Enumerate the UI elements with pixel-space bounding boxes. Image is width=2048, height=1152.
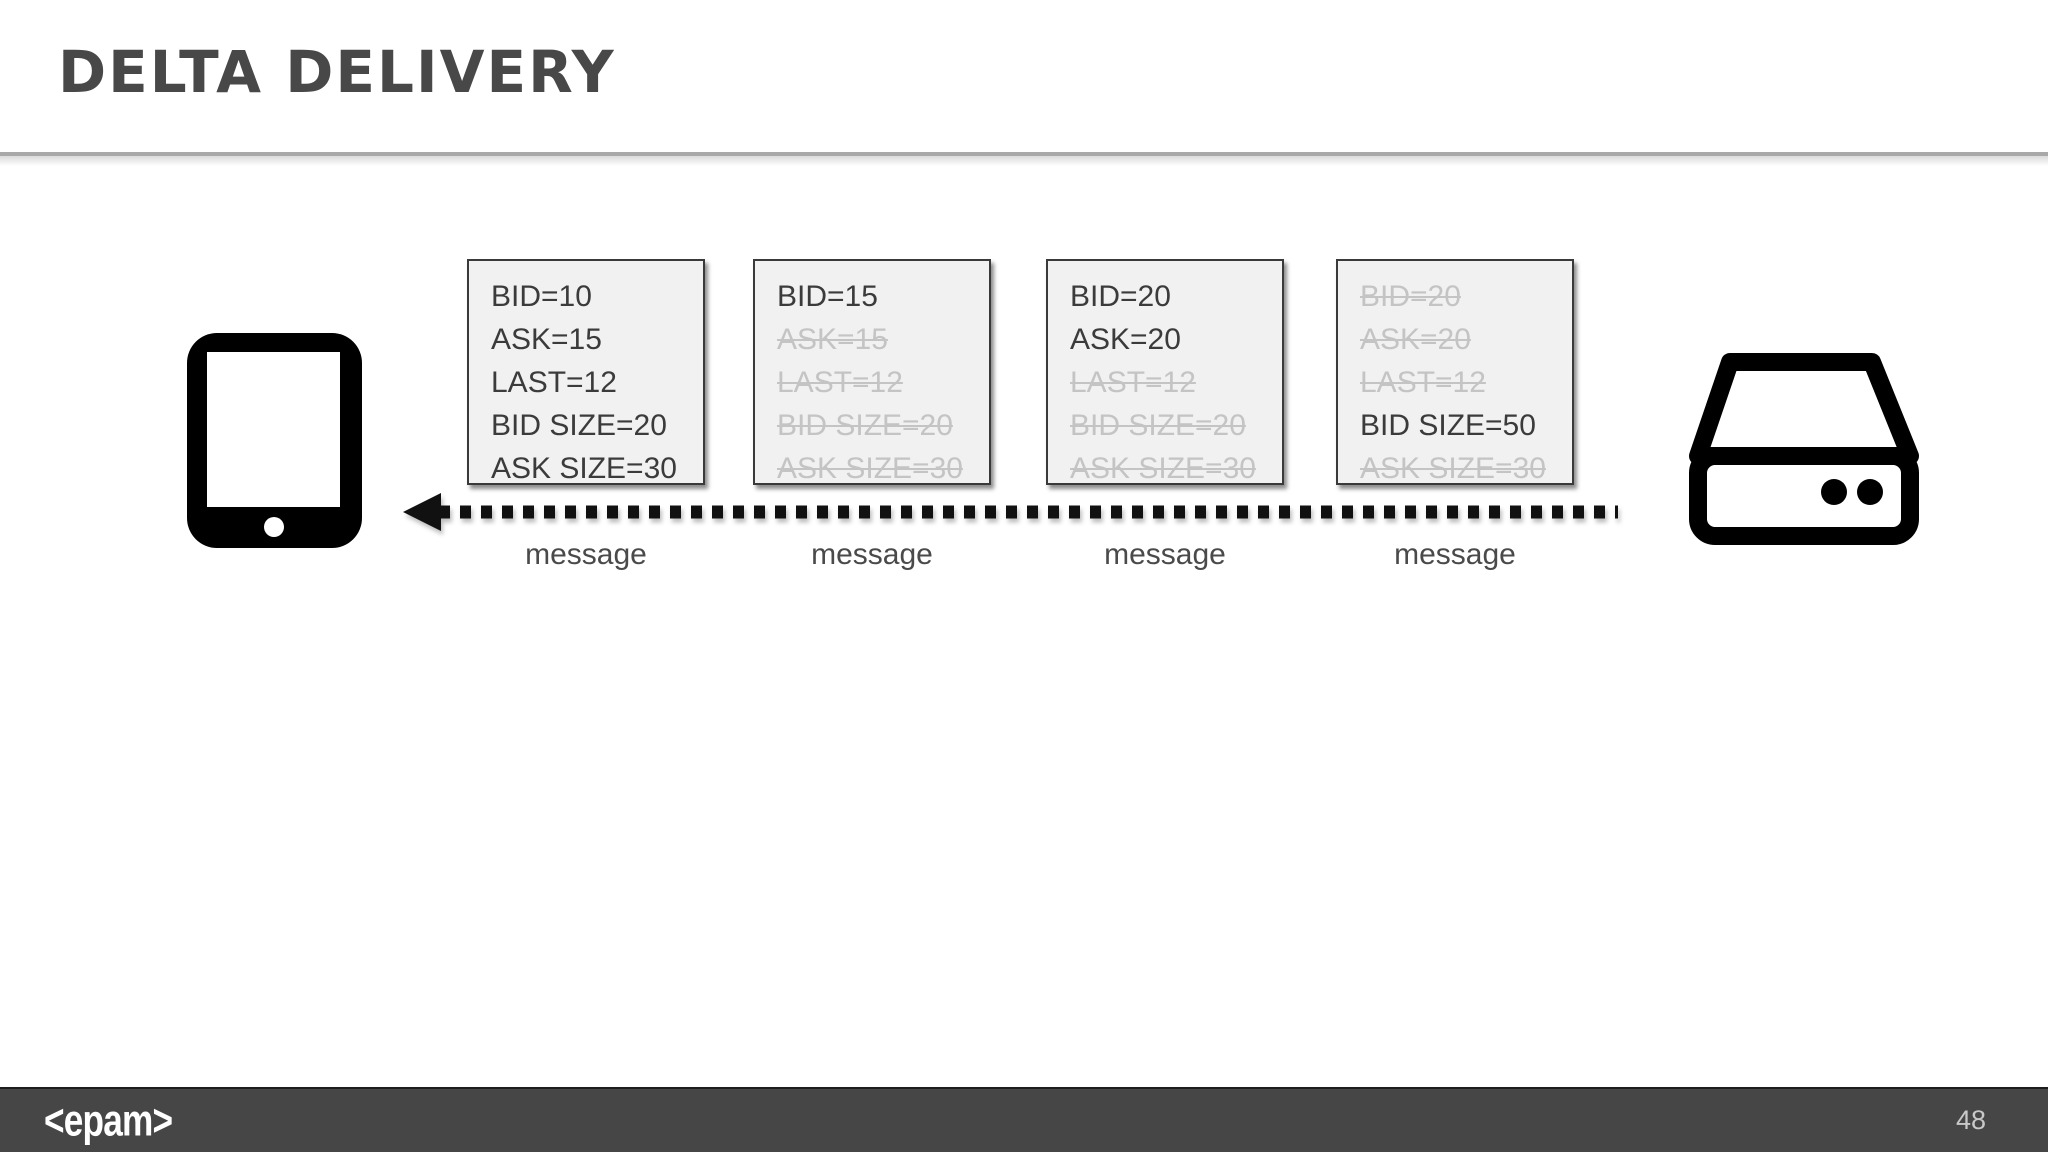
message-field: LAST=12: [1360, 366, 1486, 399]
message-field: ASK=15: [491, 323, 602, 356]
message-field: ASK=20: [1070, 323, 1181, 356]
message-field: ASK SIZE=30: [491, 452, 677, 485]
message-field: BID=20: [1070, 280, 1171, 313]
message-field: BID SIZE=20: [491, 409, 667, 442]
message-label-3: message: [1104, 538, 1226, 571]
message-field: BID=10: [491, 280, 592, 313]
message-field: LAST=12: [491, 366, 617, 399]
message-field: LAST=12: [1070, 366, 1196, 399]
message-field: BID SIZE=20: [777, 409, 953, 442]
message-field: BID SIZE=50: [1360, 409, 1536, 442]
message-field: BID=15: [777, 280, 878, 313]
message-field: ASK SIZE=30: [777, 452, 963, 485]
title-divider: [0, 152, 2048, 166]
tablet-icon: [187, 333, 362, 548]
message-field: ASK SIZE=30: [1070, 452, 1256, 485]
epam-logo: <epam>: [44, 1095, 173, 1145]
message-flow-arrow: [403, 493, 1618, 531]
page-title: DELTA DELIVERY: [58, 38, 616, 106]
message-field: ASK=20: [1360, 323, 1471, 356]
slide-page-number: 48: [1955, 1105, 1986, 1135]
footer-bar: <epam> 48: [0, 1087, 2048, 1152]
message-label-1: message: [525, 538, 647, 571]
message-field: BID SIZE=20: [1070, 409, 1246, 442]
message-field: LAST=12: [777, 366, 903, 399]
message-field: ASK SIZE=30: [1360, 452, 1546, 485]
hard-drive-icon: [1689, 353, 1919, 545]
message-label-4: message: [1394, 538, 1516, 571]
message-field: BID=20: [1360, 280, 1461, 313]
message-label-2: message: [811, 538, 933, 571]
message-field: ASK=15: [777, 323, 888, 356]
